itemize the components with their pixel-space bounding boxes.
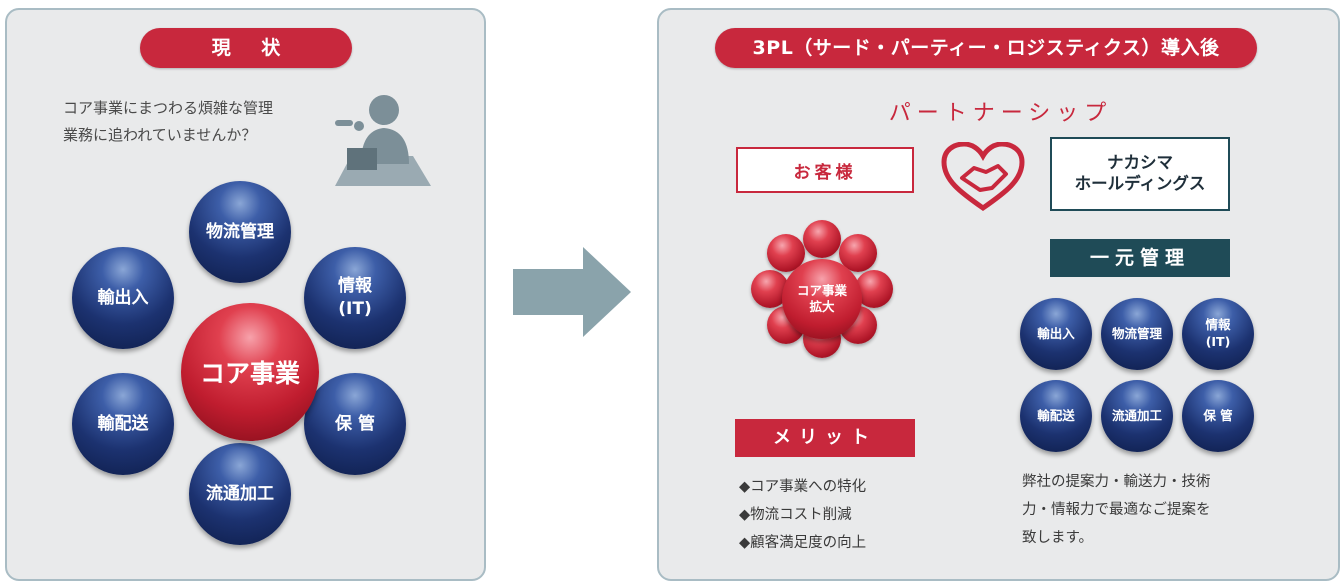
- merit-item: ◆コア事業への特化: [739, 479, 867, 495]
- merit-item: ◆顧客満足度の向上: [739, 535, 867, 551]
- right-arrow-icon: [513, 247, 631, 337]
- expansion-petal: [803, 220, 841, 258]
- unified-management-banner: 一元管理: [1050, 239, 1230, 277]
- storage-sphere: 保 管: [304, 373, 406, 475]
- current-state-title: 現 状: [140, 28, 352, 68]
- import-export-sphere: 輸出入: [72, 247, 174, 349]
- company-name-line-1: ナカシマ: [1107, 153, 1173, 173]
- proposal-line-2: 力・情報力で最適なご提案を: [1022, 502, 1211, 518]
- after-3pl-title: 3PL（サード・パーティー・ロジスティクス）導入後: [715, 28, 1257, 68]
- information-it-sphere: 情報 (IT): [304, 247, 406, 349]
- service-information-it-sphere: 情報 (IT): [1182, 298, 1254, 370]
- after-3pl-panel: 3PL（サード・パーティー・ロジスティクス）導入後 パートナーシップ お客様 ナ…: [657, 8, 1340, 581]
- proposal-text: 弊社の提案力・輸送力・技術 力・情報力で最適なご提案を 致します。: [1022, 468, 1272, 552]
- merit-banner: メリット: [735, 419, 915, 457]
- question-line-2: 業務に追われていませんか？: [63, 126, 257, 144]
- question-line-1: コア事業にまつわる煩雑な管理: [63, 99, 274, 117]
- customer-box: お客様: [736, 147, 914, 193]
- service-storage-sphere: 保 管: [1182, 380, 1254, 452]
- partnership-title: パートナーシップ: [888, 101, 1113, 126]
- service-import-export-sphere: 輸出入: [1020, 298, 1092, 370]
- proposal-line-3: 致します。: [1022, 530, 1094, 546]
- transport-delivery-sphere: 輸配送: [72, 373, 174, 475]
- service-transport-delivery-sphere: 輸配送: [1020, 380, 1092, 452]
- company-box: ナカシマ ホールディングス: [1050, 137, 1230, 211]
- current-state-panel: 現 状 コア事業にまつわる煩雑な管理 業務に追われていませんか？ 物流管理 情報…: [5, 8, 486, 581]
- merit-item: ◆物流コスト削減: [739, 507, 852, 523]
- worried-person-icon: [335, 95, 431, 186]
- core-business-expansion-sphere: コア事業 拡大: [782, 259, 862, 339]
- core-business-sphere: コア事業: [181, 303, 319, 441]
- question-text: コア事業にまつわる煩雑な管理 業務に追われていませんか？: [63, 95, 273, 149]
- logistics-management-sphere: 物流管理: [189, 181, 291, 283]
- service-logistics-management-sphere: 物流管理: [1101, 298, 1173, 370]
- service-distribution-processing-sphere: 流通加工: [1101, 380, 1173, 452]
- distribution-processing-sphere: 流通加工: [189, 443, 291, 545]
- company-name-line-2: ホールディングス: [1074, 174, 1206, 193]
- handshake-heart-icon: [941, 142, 1025, 212]
- proposal-line-1: 弊社の提案力・輸送力・技術: [1022, 474, 1211, 490]
- merit-list: ◆コア事業への特化 ◆物流コスト削減 ◆顧客満足度の向上: [739, 473, 866, 557]
